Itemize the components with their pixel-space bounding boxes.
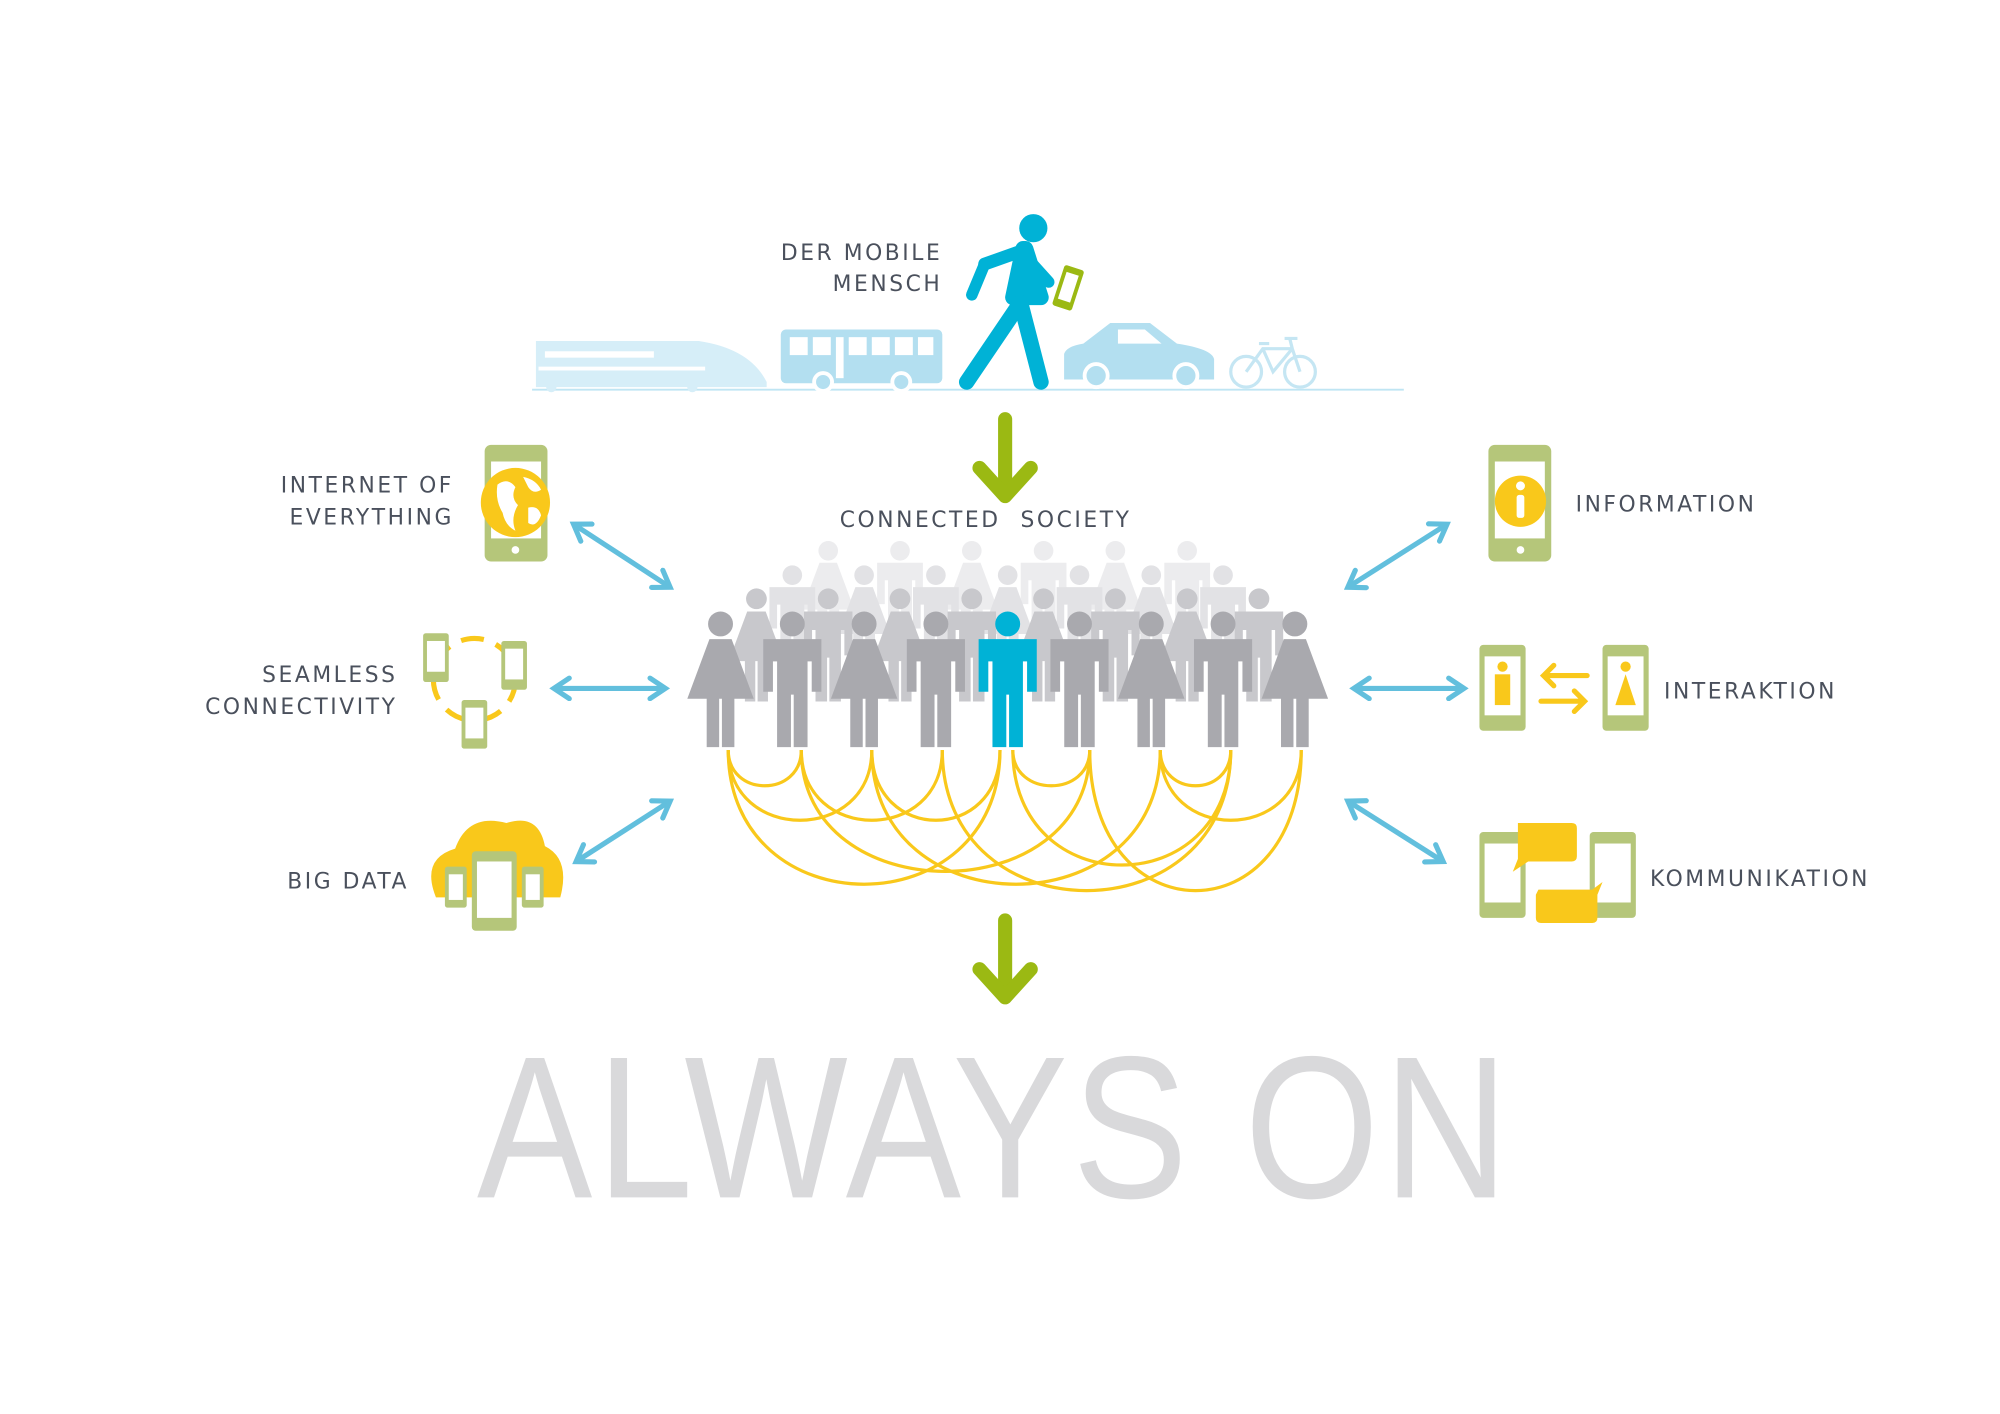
connection-arc xyxy=(799,749,944,822)
info-phone-icon xyxy=(1488,444,1552,562)
bus-icon xyxy=(780,329,943,393)
connection-arc xyxy=(1011,749,1092,788)
crowd-front-person xyxy=(687,611,754,748)
arrow-kommunikation xyxy=(1343,798,1448,865)
connection-arc xyxy=(870,749,1002,822)
down-arrow-top xyxy=(972,412,1038,504)
connection-arc xyxy=(726,749,874,822)
smartphone-in-hand-icon xyxy=(1052,265,1084,311)
crowd-middle-person xyxy=(1015,588,1072,702)
walking-person-icon xyxy=(958,214,1055,390)
crowd-middle-person xyxy=(728,588,785,702)
seamless-label-line1: SEAMLESS xyxy=(262,663,397,688)
society-label: SOCIETY xyxy=(1021,508,1132,533)
crowd-front-person xyxy=(1118,611,1185,748)
connector-arrows xyxy=(549,521,1469,865)
internet-of-everything-label-line1: INTERNET OF xyxy=(281,473,454,498)
connection-arcs xyxy=(726,749,1303,893)
crowd-front-person xyxy=(1050,611,1109,748)
internet-of-everything-label-line2: EVERYTHING xyxy=(289,505,453,530)
connection-arc xyxy=(1158,749,1233,788)
connection-arc xyxy=(1011,749,1233,867)
connection-arc xyxy=(726,749,803,788)
crowd-front-person xyxy=(906,611,965,748)
globe-phone-icon xyxy=(480,444,551,562)
chat-phones-icon xyxy=(1479,823,1636,924)
connected-phones-cycle-icon xyxy=(423,633,527,749)
car-icon xyxy=(1064,323,1215,390)
connection-arc xyxy=(799,749,1092,873)
arrow-internet-of-everything xyxy=(569,521,674,590)
big-data-label: BIG DATA xyxy=(287,869,409,894)
kommunikation-label: KOMMUNIKATION xyxy=(1650,867,1870,892)
connection-arc xyxy=(1158,749,1303,822)
train-icon xyxy=(535,341,767,393)
arrow-big-data xyxy=(572,798,675,865)
always-on-headline: ALWAYS ON xyxy=(477,1014,1513,1240)
crowd-front-person xyxy=(1193,611,1253,748)
crowd-middle-person xyxy=(1159,588,1215,702)
crowd-front-person xyxy=(830,611,898,748)
connection-arc xyxy=(870,749,1162,886)
crowd-front-person xyxy=(763,611,822,748)
interaktion-label: INTERAKTION xyxy=(1664,680,1837,705)
crowd-front-person xyxy=(1261,611,1329,748)
arrow-information xyxy=(1343,521,1451,591)
connection-arc xyxy=(726,749,1002,886)
connection-arc xyxy=(1088,749,1303,892)
bicycle-icon xyxy=(1229,336,1317,389)
crowd xyxy=(687,540,1329,748)
seamless-label-line2: CONNECTIVITY xyxy=(205,695,397,720)
highlighted-person xyxy=(978,611,1037,748)
down-arrow-bottom xyxy=(972,913,1038,1005)
crowd-middle-person xyxy=(872,588,928,702)
interaction-phones-icon xyxy=(1479,644,1649,731)
information-label: INFORMATION xyxy=(1576,493,1757,518)
mobile-human-label-line2: MENSCH xyxy=(833,272,943,297)
mobile-human-label-line1: DER MOBILE xyxy=(781,241,942,266)
connected-label: CONNECTED xyxy=(840,508,1001,533)
cloud-devices-icon xyxy=(431,820,564,931)
